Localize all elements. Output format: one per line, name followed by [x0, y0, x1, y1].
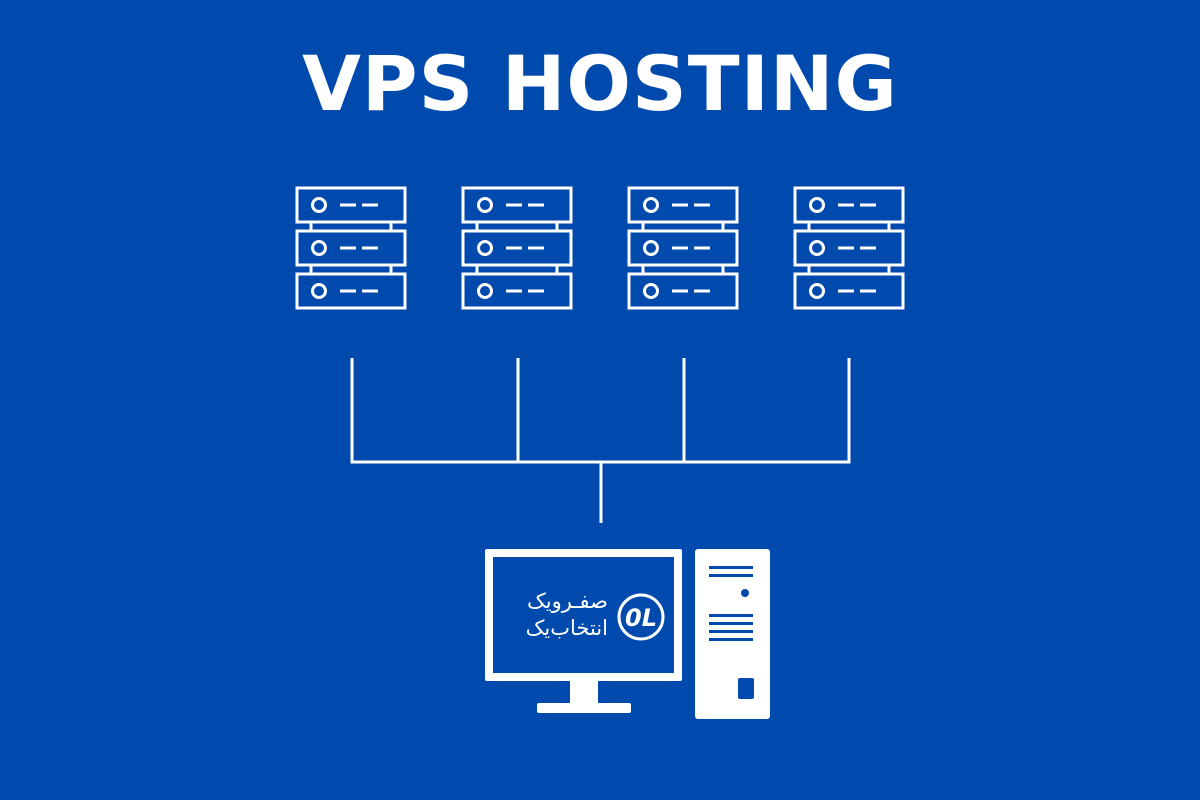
connection-lines: [350, 358, 851, 523]
logo-text: صفـرویک انتخاب‌یک: [494, 588, 608, 642]
server-rack-icon: [461, 186, 573, 310]
logo-line-1: صفـرویک: [527, 589, 608, 613]
monitor: [485, 549, 682, 713]
page-title: VPS HOSTING: [302, 39, 898, 128]
desktop-computer-icon: 0L: [485, 549, 770, 719]
tower-case: [695, 549, 770, 719]
server-rack-icon: [627, 186, 739, 310]
logo-mark-icon: 0L: [617, 593, 665, 641]
server-rack-icon: [295, 186, 407, 310]
logo-line-2: انتخاب‌یک: [525, 616, 608, 640]
server-rack-icon: [793, 186, 905, 310]
logo-mark-text: 0L: [625, 604, 657, 632]
